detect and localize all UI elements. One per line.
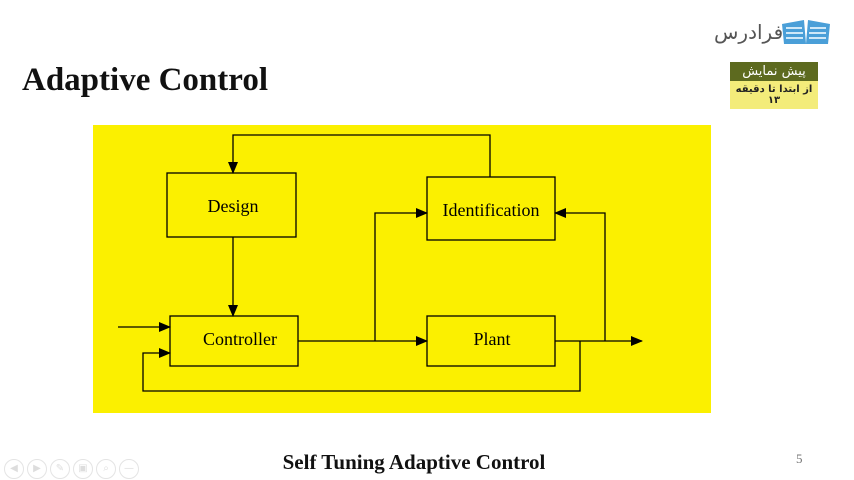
badge-title: پیش نمایش: [730, 62, 818, 81]
pen-icon[interactable]: ✎: [50, 459, 70, 479]
zoom-icon[interactable]: ⌕: [96, 459, 116, 479]
badge-subtitle: از ابتدا تا دقیقه ۱۳: [730, 81, 818, 109]
controller-label: Controller: [203, 329, 277, 349]
design-label: Design: [208, 196, 259, 216]
more-icon[interactable]: —: [119, 459, 139, 479]
book-icon: [782, 20, 830, 44]
slides-icon[interactable]: ▣: [73, 459, 93, 479]
slide-title: Adaptive Control: [22, 62, 268, 98]
feedback-line-id-design: [228, 134, 491, 177]
controller-block: [169, 315, 299, 367]
plant-label: Plant: [473, 329, 510, 349]
feedback-line-controller: [142, 341, 581, 392]
slideshow-controls: ◀ ▶ ✎ ▣ ⌕ —: [4, 459, 139, 479]
design-block: [166, 172, 297, 238]
line-to-identification: [374, 208, 428, 341]
identification-block: [426, 176, 556, 241]
slide-caption: Self Tuning Adaptive Control: [282, 450, 546, 474]
next-icon[interactable]: ▶: [27, 459, 47, 479]
faradars-logo: فرادرس: [714, 18, 832, 50]
preview-badge: پیش نمایش از ابتدا تا دقیقه ۱۳: [730, 62, 818, 109]
logo-text: فرادرس: [714, 20, 784, 44]
diagram-background: [93, 125, 711, 413]
plant-block: [426, 315, 556, 367]
line-output-identification: [554, 208, 606, 341]
identification-label: Identification: [443, 200, 540, 220]
previous-icon[interactable]: ◀: [4, 459, 24, 479]
page-number: 5: [796, 451, 803, 466]
